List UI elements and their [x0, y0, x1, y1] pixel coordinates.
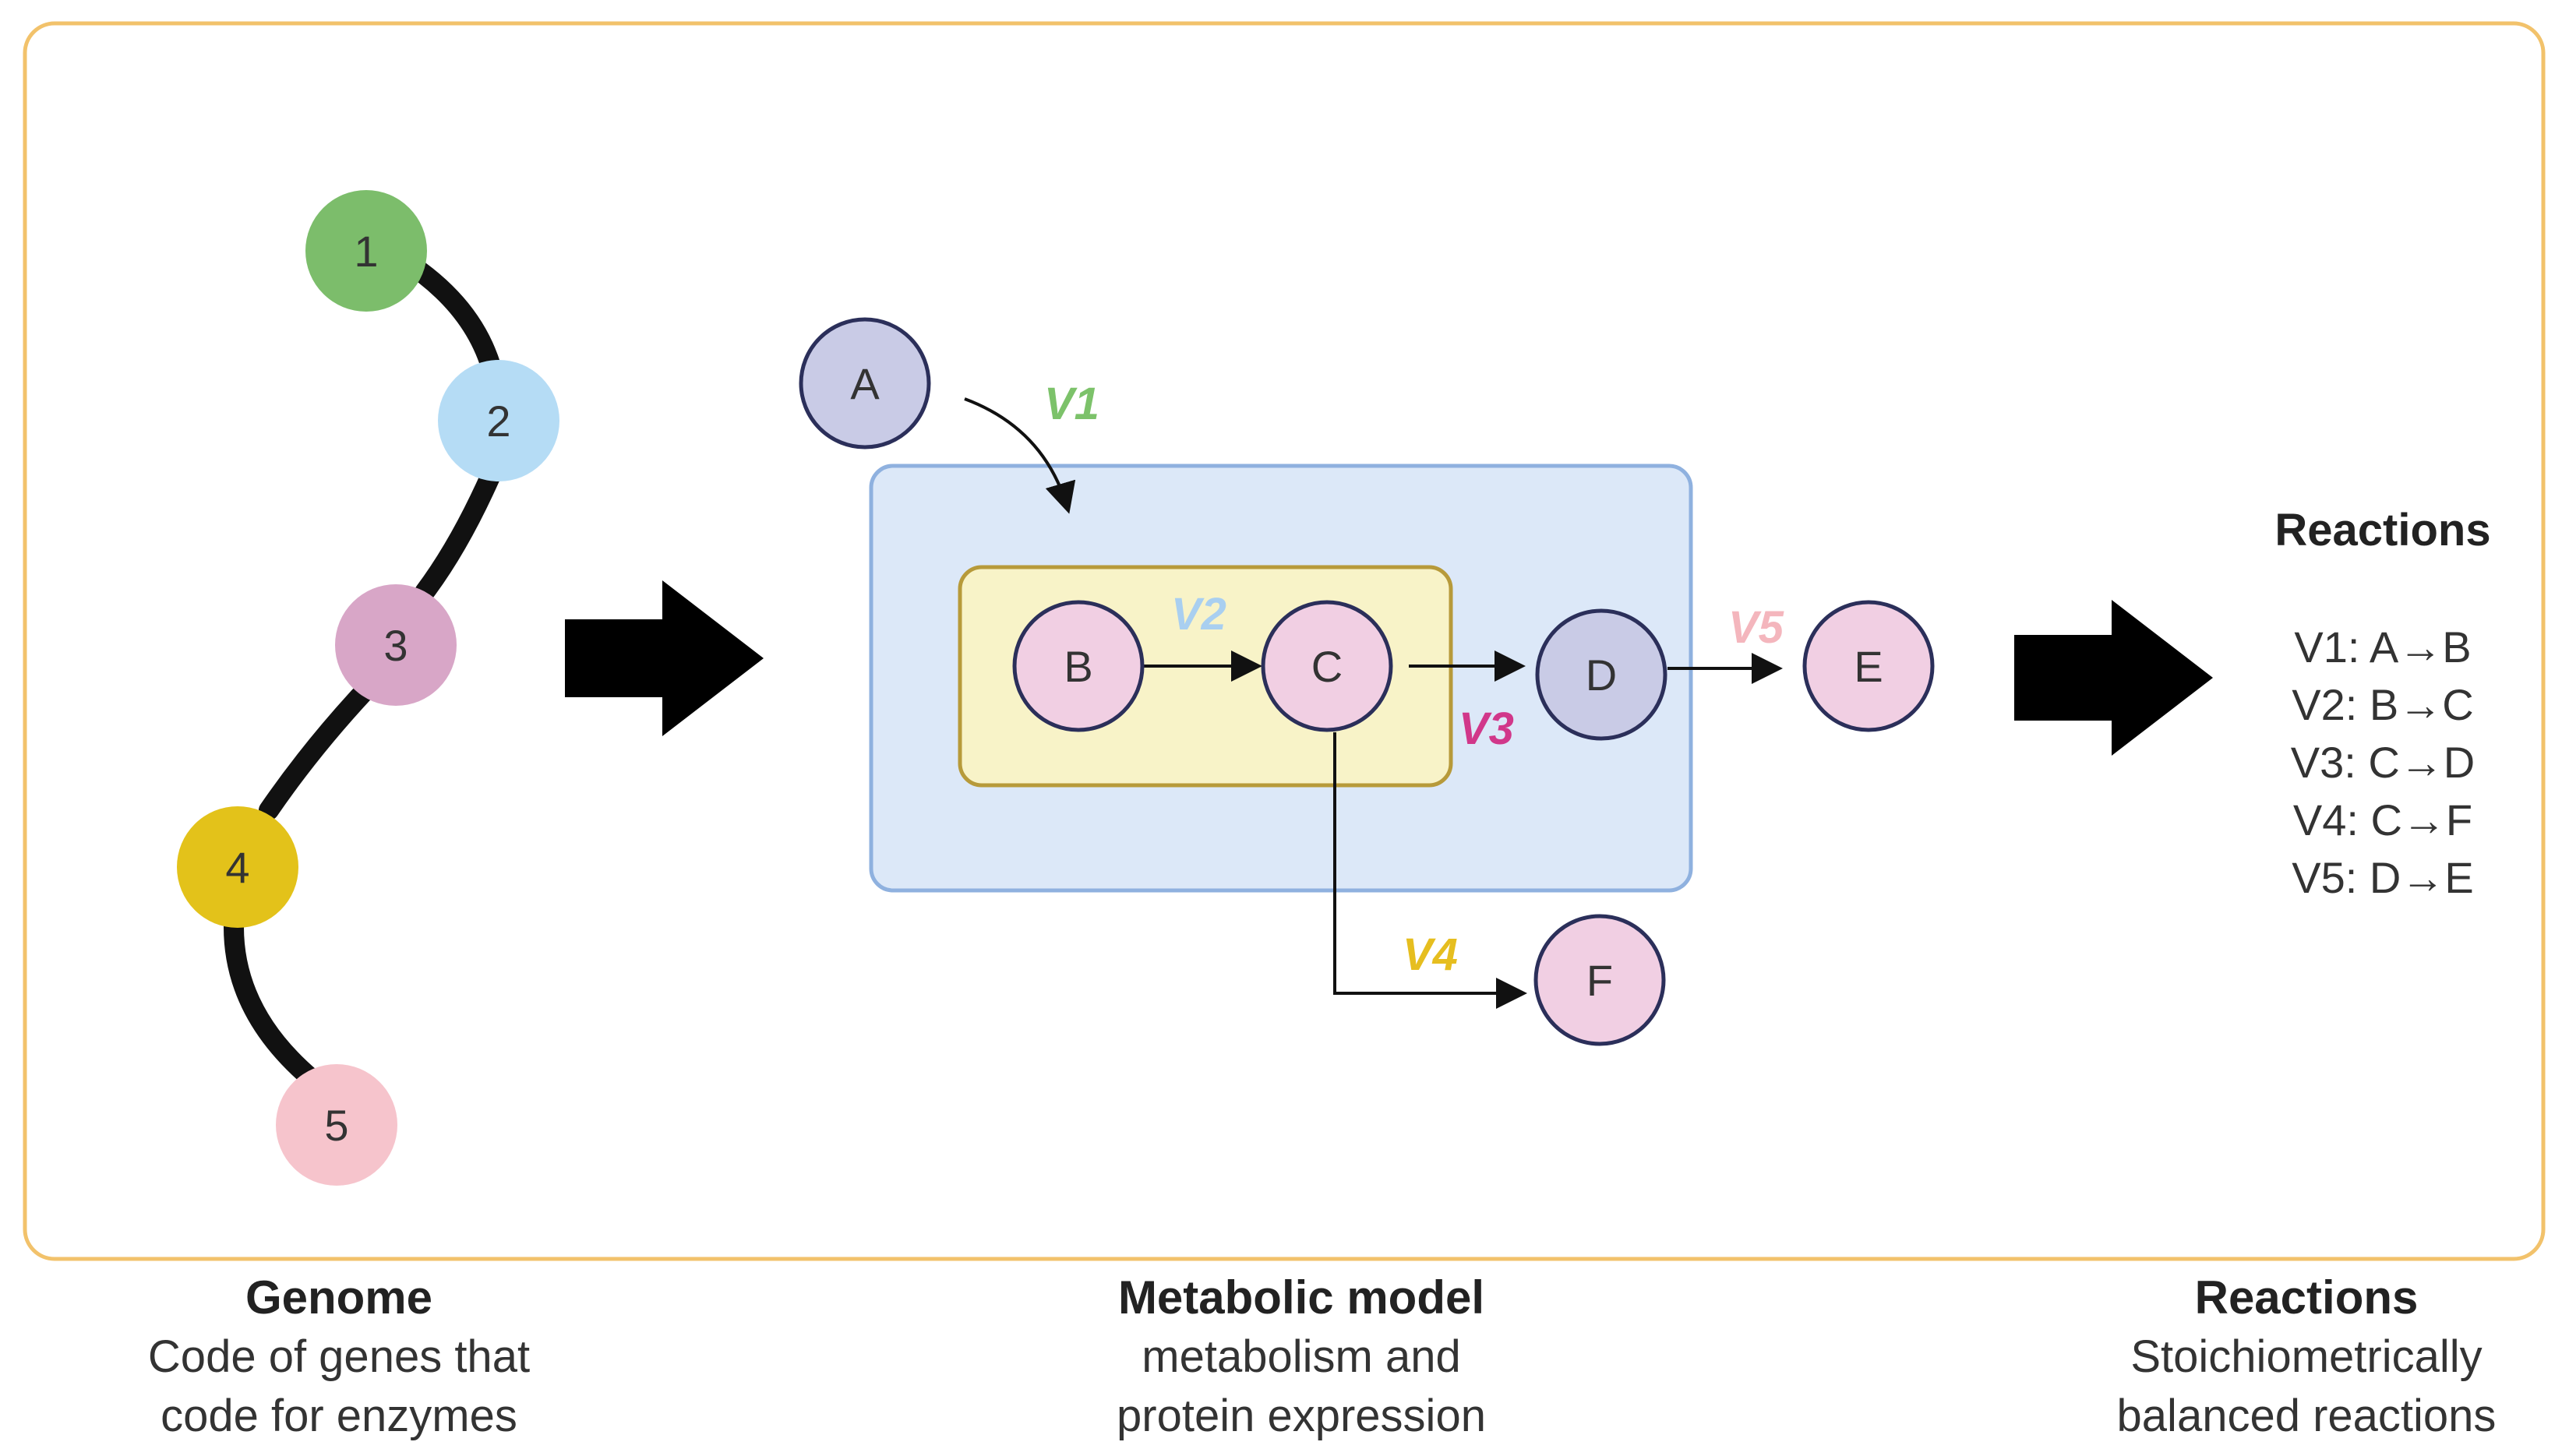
caption-genome-line-1: Code of genes that — [147, 1331, 531, 1382]
metabolite-c-circle — [1261, 600, 1393, 732]
gene-1-circle — [305, 190, 427, 312]
metabolite-c-label: C — [1311, 642, 1343, 691]
caption-reactions: Reactions Stoichiometrically balanced re… — [2057, 1268, 2556, 1446]
gene-2-circle — [438, 360, 559, 481]
metabolite-d-label: D — [1586, 650, 1617, 700]
metabolite-b-label: B — [1064, 642, 1092, 691]
metabolite-d-circle — [1535, 608, 1667, 741]
metabolite-e-circle — [1802, 600, 1935, 732]
caption-genome-line-2: code for enzymes — [161, 1391, 517, 1441]
gene-3: 3 — [335, 584, 457, 706]
edge-v4 — [1333, 732, 1527, 1009]
gene-4-label: 4 — [225, 843, 249, 892]
gene-5-label: 5 — [324, 1101, 348, 1150]
gene-3-circle — [335, 584, 457, 706]
big-arrow-right-2 — [2014, 600, 2213, 756]
metabolite-a-label: A — [850, 359, 880, 408]
gene-4: 4 — [177, 806, 298, 928]
caption-reactions-line-2: balanced reactions — [2116, 1391, 2497, 1441]
metabolite-f-label: F — [1586, 956, 1613, 1005]
reactions-panel-title: Reactions — [2274, 505, 2490, 555]
metabolite-f: F — [1533, 914, 1666, 1046]
chain-link-4-5 — [224, 917, 322, 1089]
gene-5-circle — [276, 1064, 397, 1186]
caption-genome-title: Genome — [245, 1271, 433, 1324]
caption-reactions-title: Reactions — [2194, 1271, 2419, 1324]
metabolite-c: C — [1261, 600, 1393, 732]
flux-label-v4: V4 — [1403, 929, 1458, 980]
chain-link-2-3 — [415, 465, 501, 602]
reactions-panel: Reactions V1: A→B V2: B→C V3: C→D V4: C→… — [2274, 505, 2490, 902]
metabolite-b: B — [1012, 600, 1145, 732]
big-arrow-right-1 — [565, 580, 764, 736]
reaction-line-v1: V1: A→B — [2294, 622, 2471, 672]
edge-v1 — [964, 397, 1076, 514]
caption-reactions-line-1: Stoichiometrically — [2130, 1331, 2483, 1382]
gene-3-label: 3 — [383, 621, 408, 670]
metabolite-e-label: E — [1854, 642, 1883, 691]
metabolite-e: E — [1802, 600, 1935, 732]
gene-5: 5 — [276, 1064, 397, 1186]
reaction-line-v2: V2: B→C — [2292, 680, 2473, 729]
metabolite-a: A — [799, 317, 931, 449]
gene-2-label: 2 — [486, 397, 510, 446]
flux-label-v2: V2 — [1171, 589, 1226, 640]
flux-label-v3: V3 — [1459, 703, 1514, 754]
metabolite-d: D — [1535, 608, 1667, 741]
reaction-line-v3: V3: C→D — [2291, 738, 2476, 787]
gene-1-label: 1 — [354, 227, 378, 276]
gene-2: 2 — [438, 360, 559, 481]
reaction-line-v4: V4: C→F — [2293, 795, 2472, 844]
metabolite-b-circle — [1012, 600, 1145, 732]
reaction-line-v5: V5: D→E — [2292, 853, 2473, 902]
flux-label-v5: V5 — [1728, 602, 1784, 653]
caption-model-line-2: protein expression — [1117, 1391, 1486, 1441]
caption-model-line-1: metabolism and — [1142, 1331, 1461, 1382]
gene-1: 1 — [305, 190, 427, 312]
caption-genome: Genome Code of genes that code for enzym… — [86, 1268, 592, 1446]
caption-model-title: Metabolic model — [1117, 1271, 1485, 1324]
chain-link-3-4 — [259, 679, 376, 820]
flux-label-v1: V1 — [1044, 379, 1099, 429]
metabolite-f-circle — [1533, 914, 1666, 1046]
caption-model: Metabolic model metabolism and protein e… — [1036, 1268, 1566, 1446]
gene-4-circle — [177, 806, 298, 928]
metabolite-a-circle — [799, 317, 931, 449]
